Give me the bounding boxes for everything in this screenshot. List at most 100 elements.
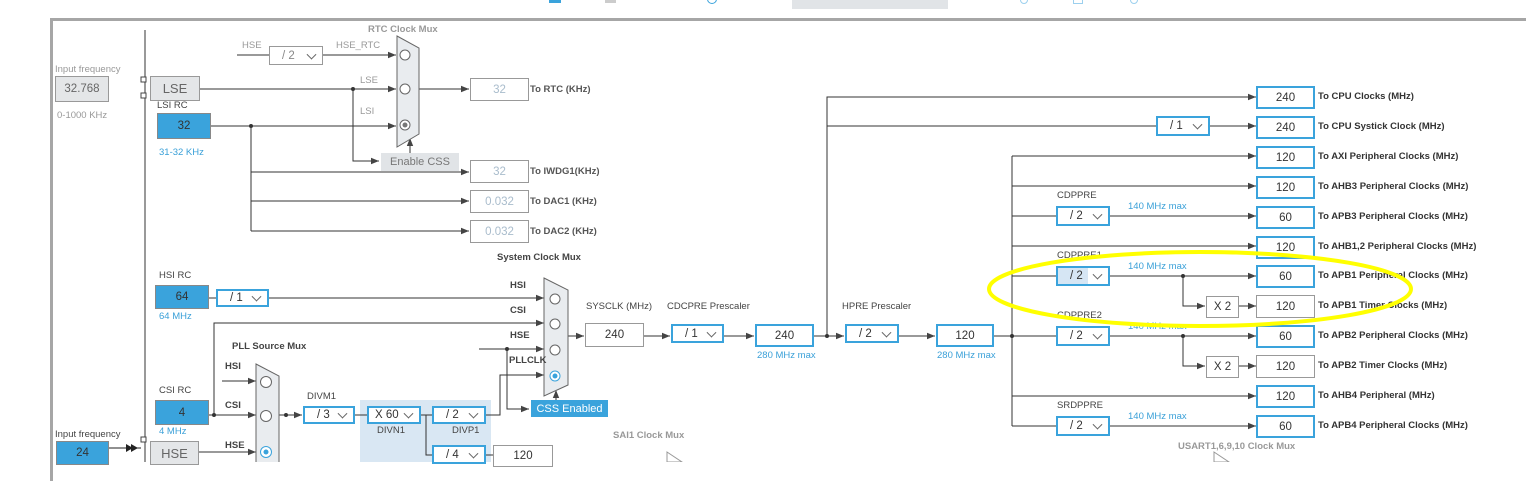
prescaler-label: CDPPRE1 bbox=[1057, 250, 1102, 261]
output-label: To AXI Peripheral Clocks (MHz) bbox=[1318, 151, 1459, 162]
chevron-down-icon bbox=[403, 408, 414, 419]
hse-rtc-label: HSE_RTC bbox=[336, 40, 381, 51]
prescaler-dropdown[interactable]: / 2 bbox=[1056, 326, 1110, 346]
lse-input-frequency-field[interactable]: 32.768 bbox=[55, 76, 109, 102]
output-value[interactable]: 120 bbox=[1256, 236, 1315, 259]
output-value: 120 bbox=[1256, 295, 1315, 318]
rtc-hse-divider-dropdown[interactable]: / 2 bbox=[269, 46, 323, 65]
rtc-lse-label: LSE bbox=[360, 75, 378, 86]
divm1-value: / 3 bbox=[317, 409, 330, 421]
to-rtc-label: To RTC (KHz) bbox=[530, 84, 591, 95]
pll-hse-label: HSE bbox=[225, 440, 245, 451]
hsi-range-label: 64 MHz bbox=[159, 311, 192, 322]
sys-mux-option-csi[interactable] bbox=[549, 318, 561, 330]
divm1-label: DIVM1 bbox=[307, 391, 337, 402]
clock-diagram-frame bbox=[50, 18, 1526, 481]
prescaler-dropdown[interactable]: / 2 bbox=[1056, 266, 1110, 286]
system-clock-mux[interactable] bbox=[543, 277, 569, 397]
to-iwdg1-value: 32 bbox=[470, 160, 529, 183]
prescaler-dropdown[interactable]: / 2 bbox=[1056, 416, 1110, 436]
chevron-down-icon bbox=[1092, 269, 1103, 280]
rtc-hse-divider-value: / 2 bbox=[282, 49, 295, 62]
chevron-down-icon bbox=[306, 49, 317, 60]
lsi-rc-value[interactable]: 32 bbox=[157, 113, 211, 139]
sysmux-pllclk-label: PLLCLK bbox=[509, 355, 547, 366]
csi-rc-value[interactable]: 4 bbox=[155, 400, 209, 425]
output-label: To APB1 Timer Clocks (MHz) bbox=[1318, 300, 1448, 311]
pll-source-mux-title: PLL Source Mux bbox=[232, 341, 307, 352]
output-value[interactable]: 60 bbox=[1256, 265, 1315, 288]
chevron-down-icon bbox=[706, 327, 717, 338]
lsi-rc-title: LSI RC bbox=[157, 100, 188, 111]
output-value[interactable]: 120 bbox=[1256, 385, 1315, 408]
prescaler-max-label: 140 MHz max bbox=[1128, 201, 1187, 212]
usart-clock-mux-title: USART1,6,9,10 Clock Mux bbox=[1178, 441, 1296, 452]
chevron-down-icon bbox=[337, 408, 348, 419]
sysmux-hsi-label: HSI bbox=[510, 280, 526, 291]
divp1-value: / 2 bbox=[446, 409, 459, 421]
toolbar-icon-undo[interactable] bbox=[605, 0, 616, 3]
output-value[interactable]: 60 bbox=[1256, 325, 1315, 348]
divn1-label: DIVN1 bbox=[377, 425, 405, 436]
output-value[interactable]: 120 bbox=[1256, 176, 1315, 199]
hse-source-box[interactable]: HSE bbox=[150, 441, 199, 465]
divp1-dropdown[interactable]: / 2 bbox=[432, 406, 486, 424]
prescaler-value: / 2 bbox=[1070, 270, 1083, 282]
hpre-label: HPRE Prescaler bbox=[842, 301, 912, 312]
output-value[interactable]: 120 bbox=[1256, 146, 1315, 169]
hpre-dropdown[interactable]: / 2 bbox=[845, 324, 899, 343]
prescaler-value: / 2 bbox=[1070, 420, 1083, 432]
cpu-clock-value[interactable]: 240 bbox=[755, 324, 814, 347]
system-clock-mux-title: System Clock Mux bbox=[497, 252, 581, 263]
output-value[interactable]: 60 bbox=[1256, 415, 1315, 438]
to-dac2-value: 0.032 bbox=[470, 220, 529, 243]
divm1-dropdown[interactable]: / 3 bbox=[303, 406, 355, 424]
output-label: To CPU Systick Clock (MHz) bbox=[1318, 121, 1445, 132]
usart-clock-mux[interactable] bbox=[1213, 451, 1230, 462]
hse-input-frequency-label: Input frequency bbox=[55, 429, 121, 440]
chevron-down-icon bbox=[1092, 419, 1103, 430]
output-label: To AHB4 Peripheral (MHz) bbox=[1318, 390, 1435, 401]
pll-mux-option-hsi[interactable] bbox=[260, 376, 272, 388]
output-value[interactable]: 240 bbox=[1256, 86, 1315, 109]
chevron-down-icon bbox=[251, 291, 262, 302]
sysmux-csi-label: CSI bbox=[510, 305, 526, 316]
prescaler-value: / 2 bbox=[1070, 210, 1083, 222]
output-value[interactable]: 60 bbox=[1256, 206, 1315, 229]
systick-divider-dropdown[interactable]: / 1 bbox=[1156, 116, 1210, 136]
divn1-dropdown[interactable]: X 60 bbox=[367, 406, 421, 424]
sys-mux-option-hsi[interactable] bbox=[549, 293, 561, 305]
prescaler-max-label: 140 MHz max bbox=[1128, 411, 1187, 422]
hsi-rc-value[interactable]: 64 bbox=[155, 285, 209, 309]
lse-source-box[interactable]: LSE bbox=[150, 76, 200, 101]
sys-mux-option-hse[interactable] bbox=[549, 344, 561, 356]
rtc-mux-option-hse[interactable] bbox=[399, 49, 411, 61]
fit-icon[interactable] bbox=[1073, 0, 1083, 4]
pll-mux-option-csi[interactable] bbox=[260, 410, 272, 422]
cdcpre-dropdown[interactable]: / 1 bbox=[671, 324, 724, 343]
toolbar-icon-save[interactable] bbox=[549, 0, 561, 3]
prescaler-dropdown[interactable]: / 2 bbox=[1056, 206, 1110, 226]
rtc-clock-mux-title: RTC Clock Mux bbox=[368, 24, 438, 35]
chevron-down-icon bbox=[468, 408, 479, 419]
hsi-divider-value: / 1 bbox=[230, 292, 243, 304]
prescaler-label: CDPPRE2 bbox=[1057, 310, 1102, 321]
prescaler-label: CDPPRE bbox=[1057, 190, 1097, 201]
output-label: To AHB1,2 Peripheral Clocks (MHz) bbox=[1318, 241, 1477, 252]
prescaler-max-label: 140 MHz max bbox=[1128, 261, 1187, 272]
enable-css-button[interactable]: Enable CSS bbox=[381, 153, 459, 171]
sysclk-value[interactable]: 240 bbox=[585, 323, 644, 347]
hsi-divider-dropdown[interactable]: / 1 bbox=[216, 289, 269, 307]
css-enabled-button[interactable]: CSS Enabled bbox=[531, 400, 608, 417]
rtc-mux-option-lse[interactable] bbox=[399, 83, 411, 95]
apb1-timer-multiplier: X 2 bbox=[1206, 296, 1239, 318]
prescaler-label: SRDPPRE bbox=[1057, 400, 1103, 411]
chevron-down-icon bbox=[1092, 329, 1103, 340]
resolve-clock-issues-button[interactable] bbox=[792, 0, 948, 9]
hse-input-frequency-field[interactable]: 24 bbox=[56, 441, 109, 465]
output-value[interactable]: 240 bbox=[1256, 116, 1315, 139]
sai1-clock-mux[interactable] bbox=[666, 451, 683, 462]
hclk-value[interactable]: 120 bbox=[936, 324, 994, 347]
chevron-down-icon bbox=[468, 448, 479, 459]
divq1-dropdown[interactable]: / 4 bbox=[432, 445, 486, 464]
